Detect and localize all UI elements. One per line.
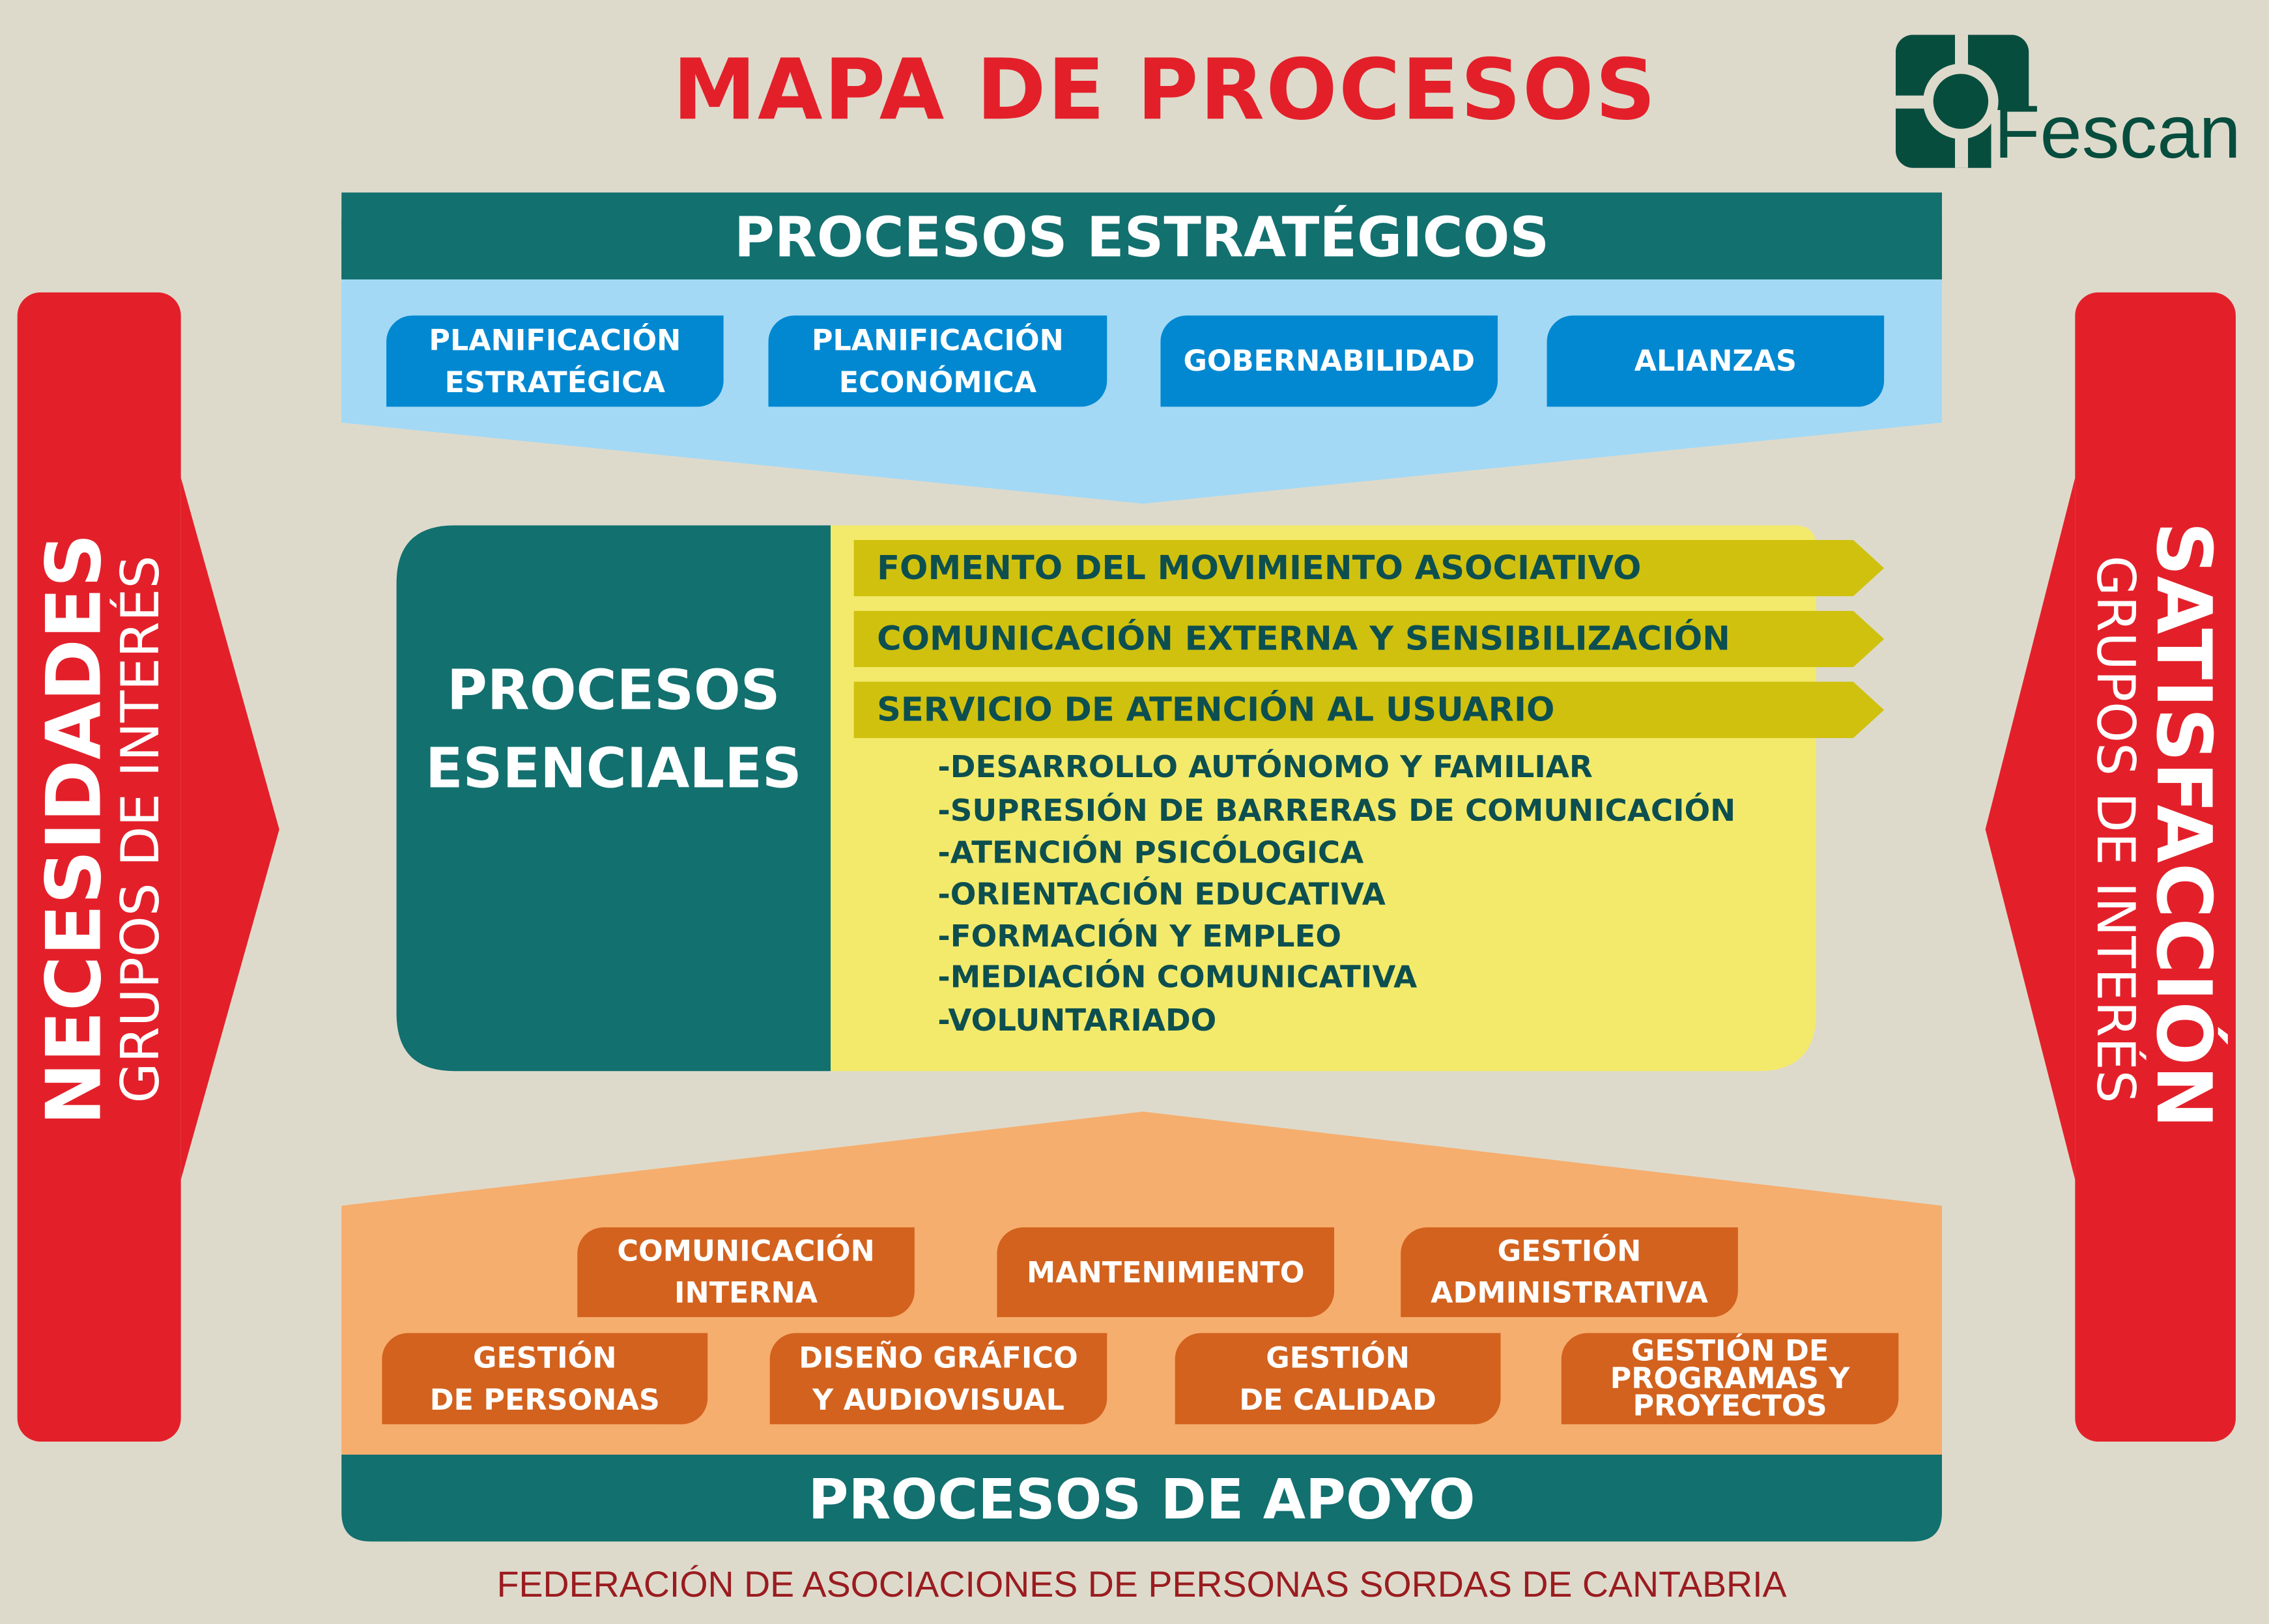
- right-main-label: SATISFACCIÓN: [2139, 521, 2226, 1129]
- item-line: GESTIÓN: [1497, 1233, 1642, 1268]
- strategic-item-planificacion-estrategica[interactable]: PLANIFICACIÓN ESTRATÉGICA: [386, 315, 724, 407]
- support-header-bg: [341, 1455, 1942, 1542]
- item-line: PLANIFICACIÓN: [811, 322, 1064, 357]
- item-line: PLANIFICACIÓN: [429, 322, 681, 357]
- item-line: GESTIÓN: [472, 1339, 617, 1375]
- service-item: -VOLUNTARIADO: [937, 1003, 1217, 1038]
- strategic-panel: [341, 275, 1942, 504]
- item-line: DE PERSONAS: [429, 1381, 660, 1417]
- right-bar: [2075, 292, 2236, 1442]
- fescan-logo-icon: [1895, 35, 2035, 174]
- left-main-label: NECESIDADES: [31, 533, 119, 1126]
- page-title: MAPA DE PROCESOS: [672, 40, 1657, 139]
- support-item-comunicacion-interna[interactable]: COMUNICACIÓN INTERNA: [577, 1227, 915, 1317]
- service-item: -DESARROLLO AUTÓNOMO Y FAMILIAR: [937, 749, 1593, 785]
- essential-heading-line: ESENCIALES: [425, 736, 802, 801]
- strategic-item-gobernabilidad[interactable]: GOBERNABILIDAD: [1160, 315, 1498, 407]
- strategic-item-planificacion-economica[interactable]: PLANIFICACIÓN ECONÓMICA: [768, 315, 1107, 407]
- item-line: GESTIÓN DE: [1631, 1333, 1829, 1368]
- item-line: COMUNICACIÓN: [617, 1233, 875, 1268]
- right-sub-label: GRUPOS DE INTERÉS: [2084, 555, 2144, 1104]
- service-item: -ORIENTACIÓN EDUCATIVA: [937, 877, 1386, 912]
- support-item-gestion-calidad[interactable]: GESTIÓN DE CALIDAD: [1175, 1333, 1501, 1425]
- support-item-gestion-administrativa[interactable]: GESTIÓN ADMINISTRATIVA: [1401, 1227, 1738, 1317]
- service-item: -ATENCIÓN PSICÓLOGICA: [937, 835, 1364, 870]
- essential-heading: PROCESOS ESENCIALES: [397, 651, 831, 808]
- item-line: DE CALIDAD: [1239, 1381, 1436, 1417]
- support-heading: PROCESOS DE APOYO: [808, 1468, 1476, 1531]
- logo-text: Fescan: [1993, 91, 2241, 175]
- support-item-gestion-personas[interactable]: GESTIÓN DE PERSONAS: [382, 1333, 708, 1425]
- service-item: -MEDIACIÓN COMUNICATIVA: [937, 960, 1418, 995]
- right-arrow-shape: [1985, 477, 2076, 1180]
- left-bar: [17, 292, 181, 1442]
- support-item-mantenimiento[interactable]: MANTENIMIENTO: [997, 1227, 1335, 1317]
- item-line: ADMINISTRATIVA: [1431, 1275, 1708, 1310]
- strategic-item-alianzas[interactable]: ALIANZAS: [1547, 315, 1885, 407]
- footer-organization: FEDERACIÓN DE ASOCIACIONES DE PERSONAS S…: [496, 1564, 1787, 1606]
- strategic-heading: PROCESOS ESTRATÉGICOS: [341, 192, 1942, 279]
- essential-arrow-fomento[interactable]: FOMENTO DEL MOVIMIENTO ASOCIATIVO: [853, 539, 1885, 597]
- item-line: ESTRATÉGICA: [444, 363, 666, 399]
- support-item-diseno-grafico[interactable]: DISEÑO GRÁFICO Y AUDIOVISUAL: [769, 1333, 1107, 1425]
- fescan-logo: Fescan: [1895, 35, 2243, 175]
- item-line: GESTIÓN: [1266, 1339, 1410, 1375]
- left-sub-label: GRUPOS DE INTERÉS: [112, 555, 172, 1104]
- item-line: Y AUDIOVISUAL: [812, 1381, 1065, 1417]
- item-line: PROGRAMAS Y: [1610, 1360, 1850, 1395]
- item-line: DISEÑO GRÁFICO: [799, 1339, 1078, 1375]
- service-item: -FORMACIÓN Y EMPLEO: [937, 919, 1342, 954]
- essential-teal-panel: [396, 525, 831, 1072]
- service-item: -SUPRESIÓN DE BARRERAS DE COMUNICACIÓN: [937, 793, 1736, 828]
- item-line: ECONÓMICA: [838, 363, 1037, 399]
- left-arrow-shape: [180, 477, 279, 1180]
- essential-heading-line: PROCESOS: [447, 658, 780, 722]
- item-line: PROYECTOS: [1633, 1388, 1827, 1423]
- essential-arrow-comunicacion[interactable]: COMUNICACIÓN EXTERNA Y SENSIBILIZACIÓN: [853, 610, 1885, 668]
- essential-arrow-servicio[interactable]: SERVICIO DE ATENCIÓN AL USUARIO: [853, 681, 1885, 739]
- item-line: INTERNA: [674, 1275, 818, 1310]
